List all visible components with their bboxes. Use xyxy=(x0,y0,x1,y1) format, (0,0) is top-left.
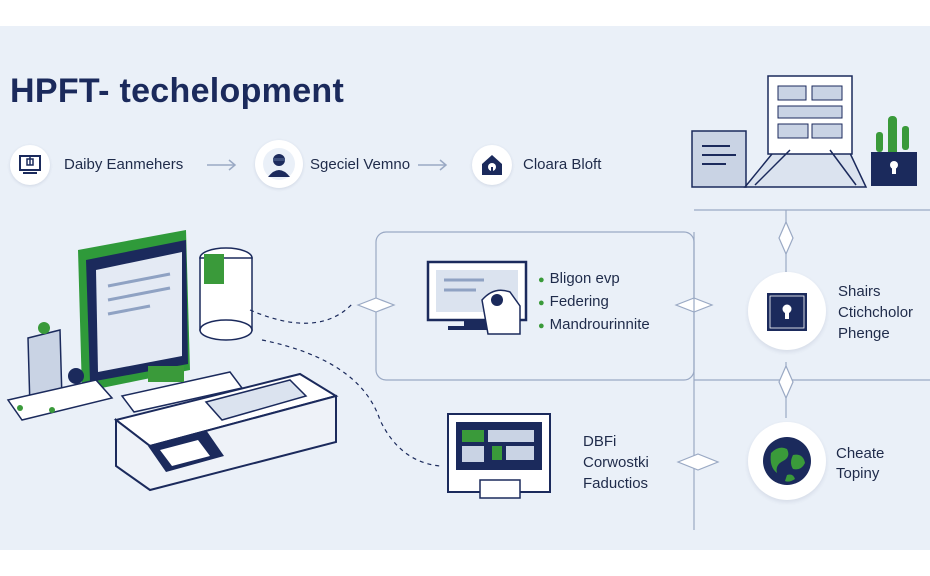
step-label-1: Daiby Eanmehers xyxy=(64,156,184,173)
globe-icon xyxy=(763,437,811,485)
arrow-right-icon xyxy=(207,159,237,171)
feature-list: ●Bligon evp ●Federing ●Mandrourinnite xyxy=(538,268,650,337)
list-item: ●Mandrourinnite xyxy=(538,316,650,333)
step-circle-3 xyxy=(472,145,512,185)
dashed-connector xyxy=(261,339,441,467)
list-item: ●Bligon evp xyxy=(538,270,620,287)
dashboard-monitor-illustration xyxy=(447,413,551,499)
list-item: ●Federing xyxy=(538,293,609,310)
page-title: HPFT- techelopment xyxy=(10,72,345,110)
padlock-icon xyxy=(767,293,807,331)
server-rack-illustration xyxy=(691,75,868,188)
globe-text: Cheate Topiny xyxy=(836,445,885,482)
arrow-right-icon xyxy=(418,159,448,171)
step-circle-2 xyxy=(255,140,303,188)
monitor-touch-illustration xyxy=(426,260,528,335)
step-label-3: Cloara Bloft xyxy=(523,156,602,173)
security-text: Shairs Ctichcholor Phenge xyxy=(838,283,914,342)
globe-circle xyxy=(748,422,826,500)
monitor-icon xyxy=(19,155,41,174)
step-circle-1 xyxy=(10,145,50,185)
step-label-2: Sgeciel Vemno xyxy=(310,156,411,173)
dashed-connector xyxy=(249,301,355,324)
workstation-illustration xyxy=(6,230,339,492)
security-circle xyxy=(748,272,826,350)
data-text: DBFi Corwostki Faductios xyxy=(583,433,649,492)
lock-home-icon xyxy=(482,155,502,175)
person-icon xyxy=(263,148,295,180)
cactus-padlock-illustration xyxy=(871,116,917,186)
